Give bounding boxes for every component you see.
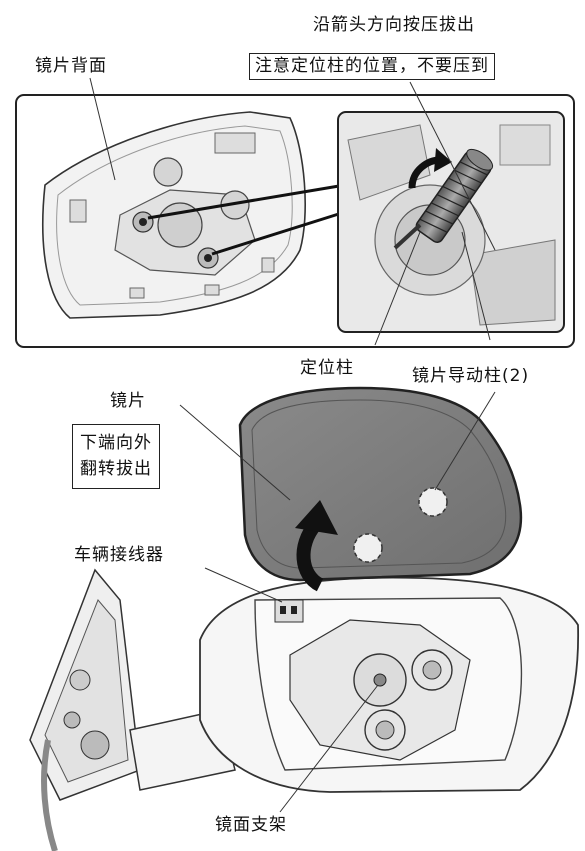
caution-box: 注意定位柱的位置，不要压到: [249, 53, 495, 80]
mirror-glass-illustration: [238, 386, 523, 592]
flip-instruction-box: 下端向外 翻转拔出: [72, 424, 160, 489]
locating-pin-label: 定位柱: [300, 358, 354, 378]
connector-label: 车辆接线器: [74, 545, 164, 565]
zoom-inset: [337, 111, 565, 333]
arrow-instruction-label: 沿箭头方向按压拔出: [313, 15, 475, 35]
mirror-bracket-label: 镜面支架: [215, 815, 287, 835]
mirror-back-label: 镜片背面: [35, 56, 107, 76]
mirror-glass-label: 镜片: [110, 391, 146, 411]
guide-pins-label: 镜片导动柱(2): [412, 366, 530, 386]
flip-line-2: 翻转拔出: [80, 458, 152, 479]
mirror-housing-illustration: [29, 568, 579, 851]
flip-line-1: 下端向外: [80, 433, 152, 453]
